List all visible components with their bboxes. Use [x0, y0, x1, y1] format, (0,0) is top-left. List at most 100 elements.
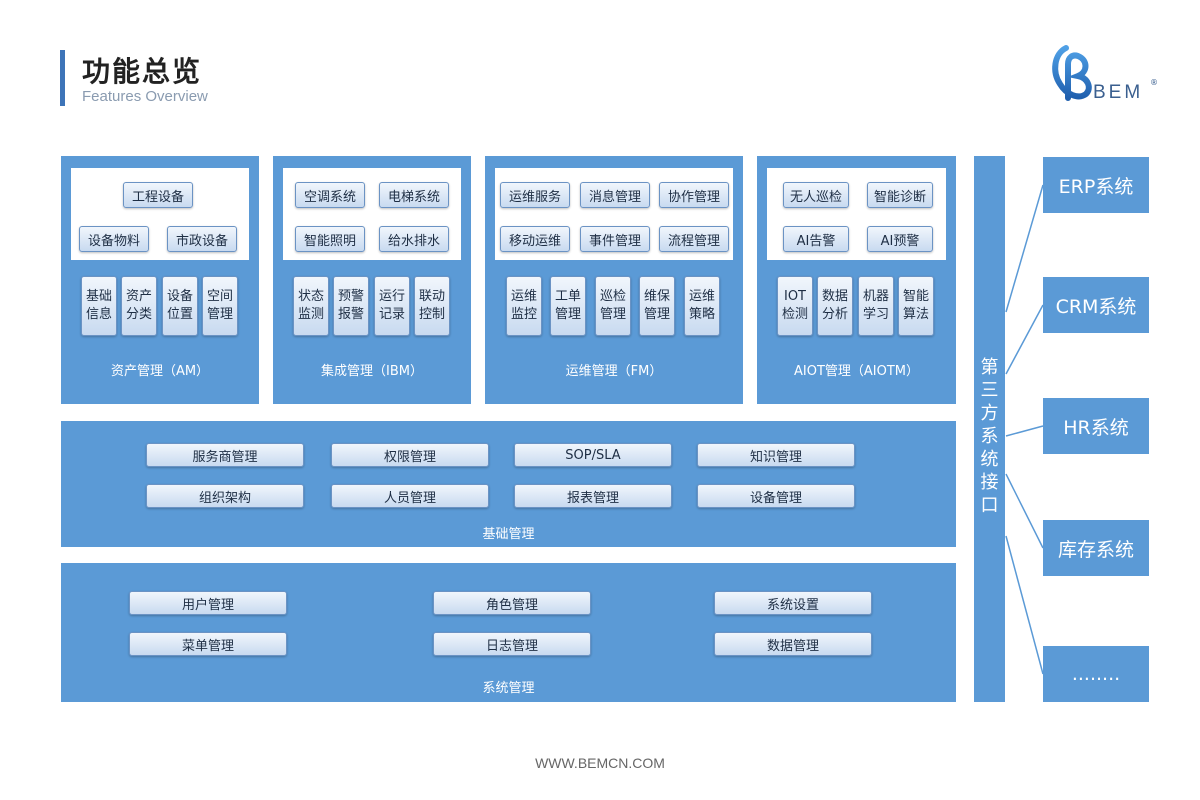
btn-aiotm-data-analysis[interactable]: 数据分析 — [817, 276, 853, 336]
btn-fm-maintenance[interactable]: 维保管理 — [639, 276, 675, 336]
btn-system-menu[interactable]: 菜单管理 — [129, 632, 287, 656]
third-party-char: 三 — [980, 380, 999, 401]
panel-system-management: 用户管理 角色管理 系统设置 菜单管理 日志管理 数据管理 系统管理 — [61, 563, 956, 702]
page-title: 功能总览 — [82, 55, 203, 88]
connector-inventory — [1005, 473, 1044, 549]
btn-aiotm-smart-diagnosis[interactable]: 智能诊断 — [867, 182, 933, 208]
btn-am-equipment-location-label: 设备位置 — [166, 289, 193, 322]
btn-fm-inspection[interactable]: 巡检管理 — [595, 276, 631, 336]
btn-fm-work-order[interactable]: 工单管理 — [550, 276, 586, 336]
btn-system-data[interactable]: 数据管理 — [714, 632, 872, 656]
btn-system-log[interactable]: 日志管理 — [433, 632, 591, 656]
btn-aiotm-machine-learning-label: 机器学习 — [862, 289, 889, 322]
btn-ibm-alarm-label: 预警报警 — [337, 289, 364, 322]
third-party-char: 口 — [980, 495, 999, 516]
module-asset-management: 工程设备 设备物料 市政设备 基础信息 资产分类 设备位置 空间管理 资产管理（… — [61, 156, 259, 404]
btn-am-asset-class[interactable]: 资产分类 — [121, 276, 157, 336]
btn-system-role[interactable]: 角色管理 — [433, 591, 591, 615]
module-integration-management: 空调系统 电梯系统 智能照明 给水排水 状态监测 预警报警 运行记录 联动控制 … — [273, 156, 471, 404]
btn-aiotm-smart-algorithm-label: 智能算法 — [902, 289, 929, 322]
third-party-char: 第 — [980, 357, 999, 378]
third-party-interface-bar: 第 三 方 系 统 接 口 — [974, 156, 1005, 702]
btn-am-space-management[interactable]: 空间管理 — [202, 276, 238, 336]
btn-fm-ops-strategy[interactable]: 运维策略 — [684, 276, 720, 336]
connector-more — [1005, 535, 1044, 675]
btn-ibm-elevator[interactable]: 电梯系统 — [379, 182, 449, 208]
btn-basic-knowledge[interactable]: 知识管理 — [697, 443, 855, 467]
module-aiot-management: 无人巡检 智能诊断 AI告警 AI预警 IOT检测 数据分析 机器学习 智能算法… — [757, 156, 956, 404]
third-party-char: 统 — [980, 449, 999, 470]
module-ibm-label: 集成管理（IBM） — [321, 364, 423, 379]
btn-am-basic-info-label: 基础信息 — [85, 289, 112, 322]
logo-registered-mark: ® — [1150, 78, 1158, 87]
connector-hr — [1005, 425, 1044, 437]
btn-basic-organization[interactable]: 组织架构 — [146, 484, 304, 508]
third-party-char: 方 — [980, 403, 999, 424]
btn-system-settings[interactable]: 系统设置 — [714, 591, 872, 615]
btn-system-user[interactable]: 用户管理 — [129, 591, 287, 615]
footer-website[interactable]: WWW.BEMCN.COM — [535, 755, 665, 771]
external-more-systems[interactable]: ........ — [1043, 646, 1149, 702]
btn-aiotm-smart-algorithm[interactable]: 智能算法 — [898, 276, 934, 336]
external-hr-system[interactable]: HR系统 — [1043, 398, 1149, 454]
btn-am-asset-class-label: 资产分类 — [125, 289, 152, 322]
btn-fm-maintenance-label: 维保管理 — [643, 289, 670, 322]
btn-am-equipment-materials[interactable]: 设备物料 — [79, 226, 149, 252]
btn-basic-service-provider[interactable]: 服务商管理 — [146, 443, 304, 467]
btn-aiotm-machine-learning[interactable]: 机器学习 — [858, 276, 894, 336]
btn-am-municipal-equipment[interactable]: 市政设备 — [167, 226, 237, 252]
module-aiotm-label: AIOT管理（AIOTM） — [793, 364, 920, 379]
btn-am-engineering-equipment[interactable]: 工程设备 — [123, 182, 193, 208]
btn-basic-permission[interactable]: 权限管理 — [331, 443, 489, 467]
module-fm-label: 运维管理（FM） — [565, 364, 663, 379]
btn-basic-sop-sla[interactable]: SOP/SLA — [514, 443, 672, 467]
btn-basic-report[interactable]: 报表管理 — [514, 484, 672, 508]
btn-ibm-status-monitoring-label: 状态监测 — [297, 289, 324, 322]
btn-am-basic-info[interactable]: 基础信息 — [81, 276, 117, 336]
btn-aiotm-iot-detection[interactable]: IOT检测 — [777, 276, 813, 336]
panel-basic-label: 基础管理 — [482, 527, 535, 542]
panel-basic-management: 服务商管理 权限管理 SOP/SLA 知识管理 组织架构 人员管理 报表管理 设… — [61, 421, 956, 547]
btn-fm-process-management[interactable]: 流程管理 — [659, 226, 729, 252]
btn-fm-mobile-ops[interactable]: 移动运维 — [500, 226, 570, 252]
btn-am-space-management-label: 空间管理 — [206, 289, 233, 322]
btn-basic-personnel[interactable]: 人员管理 — [331, 484, 489, 508]
bem-logo-icon — [1052, 45, 1092, 101]
btn-ibm-operation-record-label: 运行记录 — [378, 289, 405, 322]
btn-am-equipment-location[interactable]: 设备位置 — [162, 276, 198, 336]
btn-fm-ops-service[interactable]: 运维服务 — [500, 182, 570, 208]
external-inventory-system[interactable]: 库存系统 — [1043, 520, 1149, 576]
external-erp-system[interactable]: ERP系统 — [1043, 157, 1149, 213]
logo-text: BEM — [1093, 82, 1144, 103]
panel-system-label: 系统管理 — [482, 681, 535, 696]
module-am-label: 资产管理（AM） — [110, 364, 210, 379]
third-party-char: 系 — [980, 426, 999, 447]
title-accent-bar — [60, 50, 65, 106]
btn-ibm-smart-lighting[interactable]: 智能照明 — [295, 226, 365, 252]
module-operations-management: 运维服务 消息管理 协作管理 移动运维 事件管理 流程管理 运维监控 工单管理 … — [485, 156, 743, 404]
btn-ibm-status-monitoring[interactable]: 状态监测 — [293, 276, 329, 336]
btn-ibm-operation-record[interactable]: 运行记录 — [374, 276, 410, 336]
external-crm-system[interactable]: CRM系统 — [1043, 277, 1149, 333]
btn-ibm-linkage-control[interactable]: 联动控制 — [414, 276, 450, 336]
btn-fm-ops-monitoring-label: 运维监控 — [510, 289, 537, 322]
btn-ibm-alarm[interactable]: 预警报警 — [333, 276, 369, 336]
btn-aiotm-ai-warning[interactable]: AI预警 — [867, 226, 933, 252]
btn-basic-equipment[interactable]: 设备管理 — [697, 484, 855, 508]
btn-fm-inspection-label: 巡检管理 — [599, 289, 626, 322]
btn-fm-ops-monitoring[interactable]: 运维监控 — [506, 276, 542, 336]
btn-fm-message-management[interactable]: 消息管理 — [580, 182, 650, 208]
btn-ibm-hvac[interactable]: 空调系统 — [295, 182, 365, 208]
btn-ibm-linkage-control-label: 联动控制 — [418, 289, 445, 322]
btn-aiotm-unmanned-inspection[interactable]: 无人巡检 — [783, 182, 849, 208]
third-party-label: 第 三 方 系 统 接 口 — [974, 356, 1005, 517]
btn-ibm-water-drainage[interactable]: 给水排水 — [379, 226, 449, 252]
connector-crm — [1005, 304, 1044, 375]
btn-fm-work-order-label: 工单管理 — [554, 289, 581, 322]
btn-fm-event-management[interactable]: 事件管理 — [580, 226, 650, 252]
third-party-char: 接 — [980, 472, 999, 493]
btn-aiotm-ai-alarm[interactable]: AI告警 — [783, 226, 849, 252]
btn-fm-collaboration[interactable]: 协作管理 — [659, 182, 729, 208]
btn-aiotm-iot-detection-label: IOT检测 — [781, 289, 808, 322]
btn-aiotm-data-analysis-label: 数据分析 — [821, 289, 848, 322]
